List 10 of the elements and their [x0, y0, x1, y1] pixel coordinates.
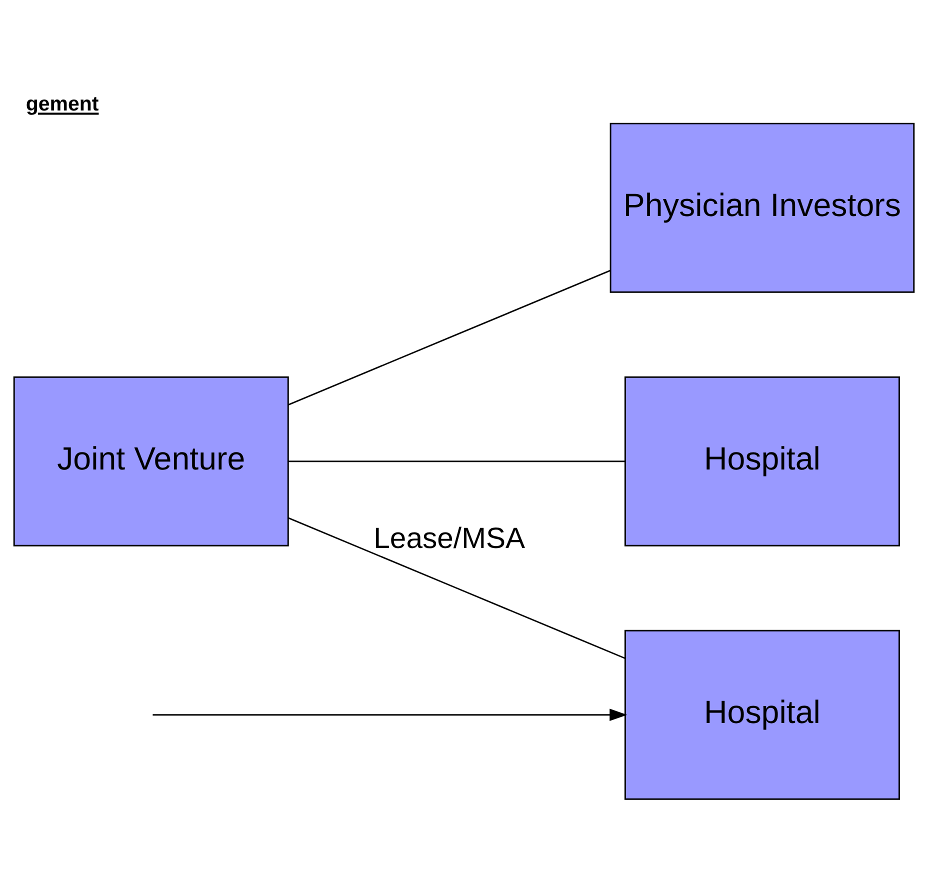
connector [288, 516, 626, 658]
connector [288, 460, 625, 462]
node-box: Hospital [624, 376, 900, 546]
edge-label: Lease/MSA [374, 521, 526, 554]
node-box: Physician Investors [610, 122, 915, 292]
node-box: Hospital [624, 629, 900, 800]
diagram-title: gement [26, 92, 99, 116]
connector [288, 269, 611, 405]
node-box: Joint Venture [13, 376, 289, 546]
arrow [152, 708, 628, 721]
